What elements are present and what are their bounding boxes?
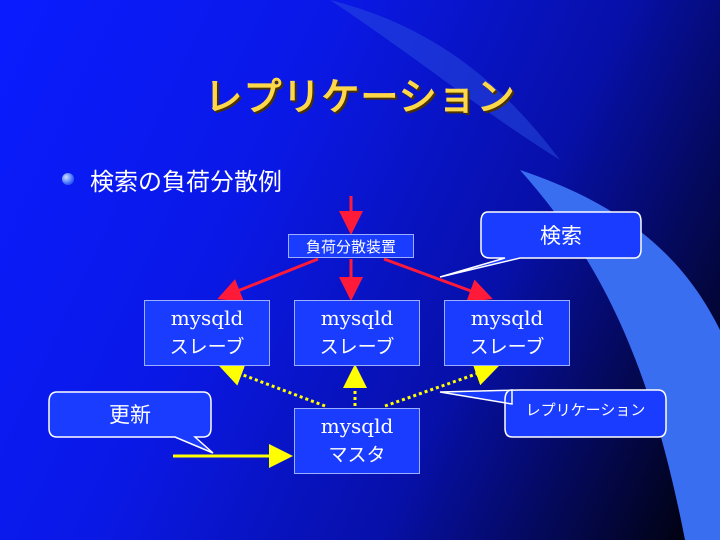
master-role: マスタ	[328, 444, 386, 466]
load-balancer-box: 負荷分散装置	[288, 234, 414, 258]
replication-arrow-3	[384, 362, 499, 408]
slave-3-label: mysqld	[470, 306, 544, 330]
replication-arrow-1	[219, 363, 326, 408]
slave-1-role: スレーブ	[169, 336, 245, 358]
master-box: mysqld マスタ	[294, 408, 420, 474]
slave-2-label: mysqld	[320, 306, 394, 330]
arrow-to-slave-1	[217, 257, 319, 302]
replication-callout-label: レプリケーション	[525, 401, 646, 419]
bullet-icon	[62, 173, 74, 185]
master-label: mysqld	[320, 414, 394, 438]
slave-2-role: スレーブ	[319, 336, 395, 358]
slide-title: レプリケーション	[204, 75, 516, 119]
slave-box-2: mysqld スレーブ	[294, 300, 420, 366]
search-callout	[439, 211, 642, 278]
slave-box-1: mysqld スレーブ	[144, 300, 270, 366]
slave-box-3: mysqld スレーブ	[444, 300, 570, 366]
replication-callout	[439, 389, 667, 438]
arrow-to-slave-3	[383, 257, 493, 303]
slave-1-label: mysqld	[170, 306, 244, 330]
search-callout-label: 検索	[540, 224, 582, 248]
slave-3-role: スレーブ	[469, 336, 545, 358]
update-callout	[48, 391, 214, 454]
update-callout-label: 更新	[109, 403, 151, 427]
bullet-text: 検索の負荷分散例	[90, 168, 282, 196]
